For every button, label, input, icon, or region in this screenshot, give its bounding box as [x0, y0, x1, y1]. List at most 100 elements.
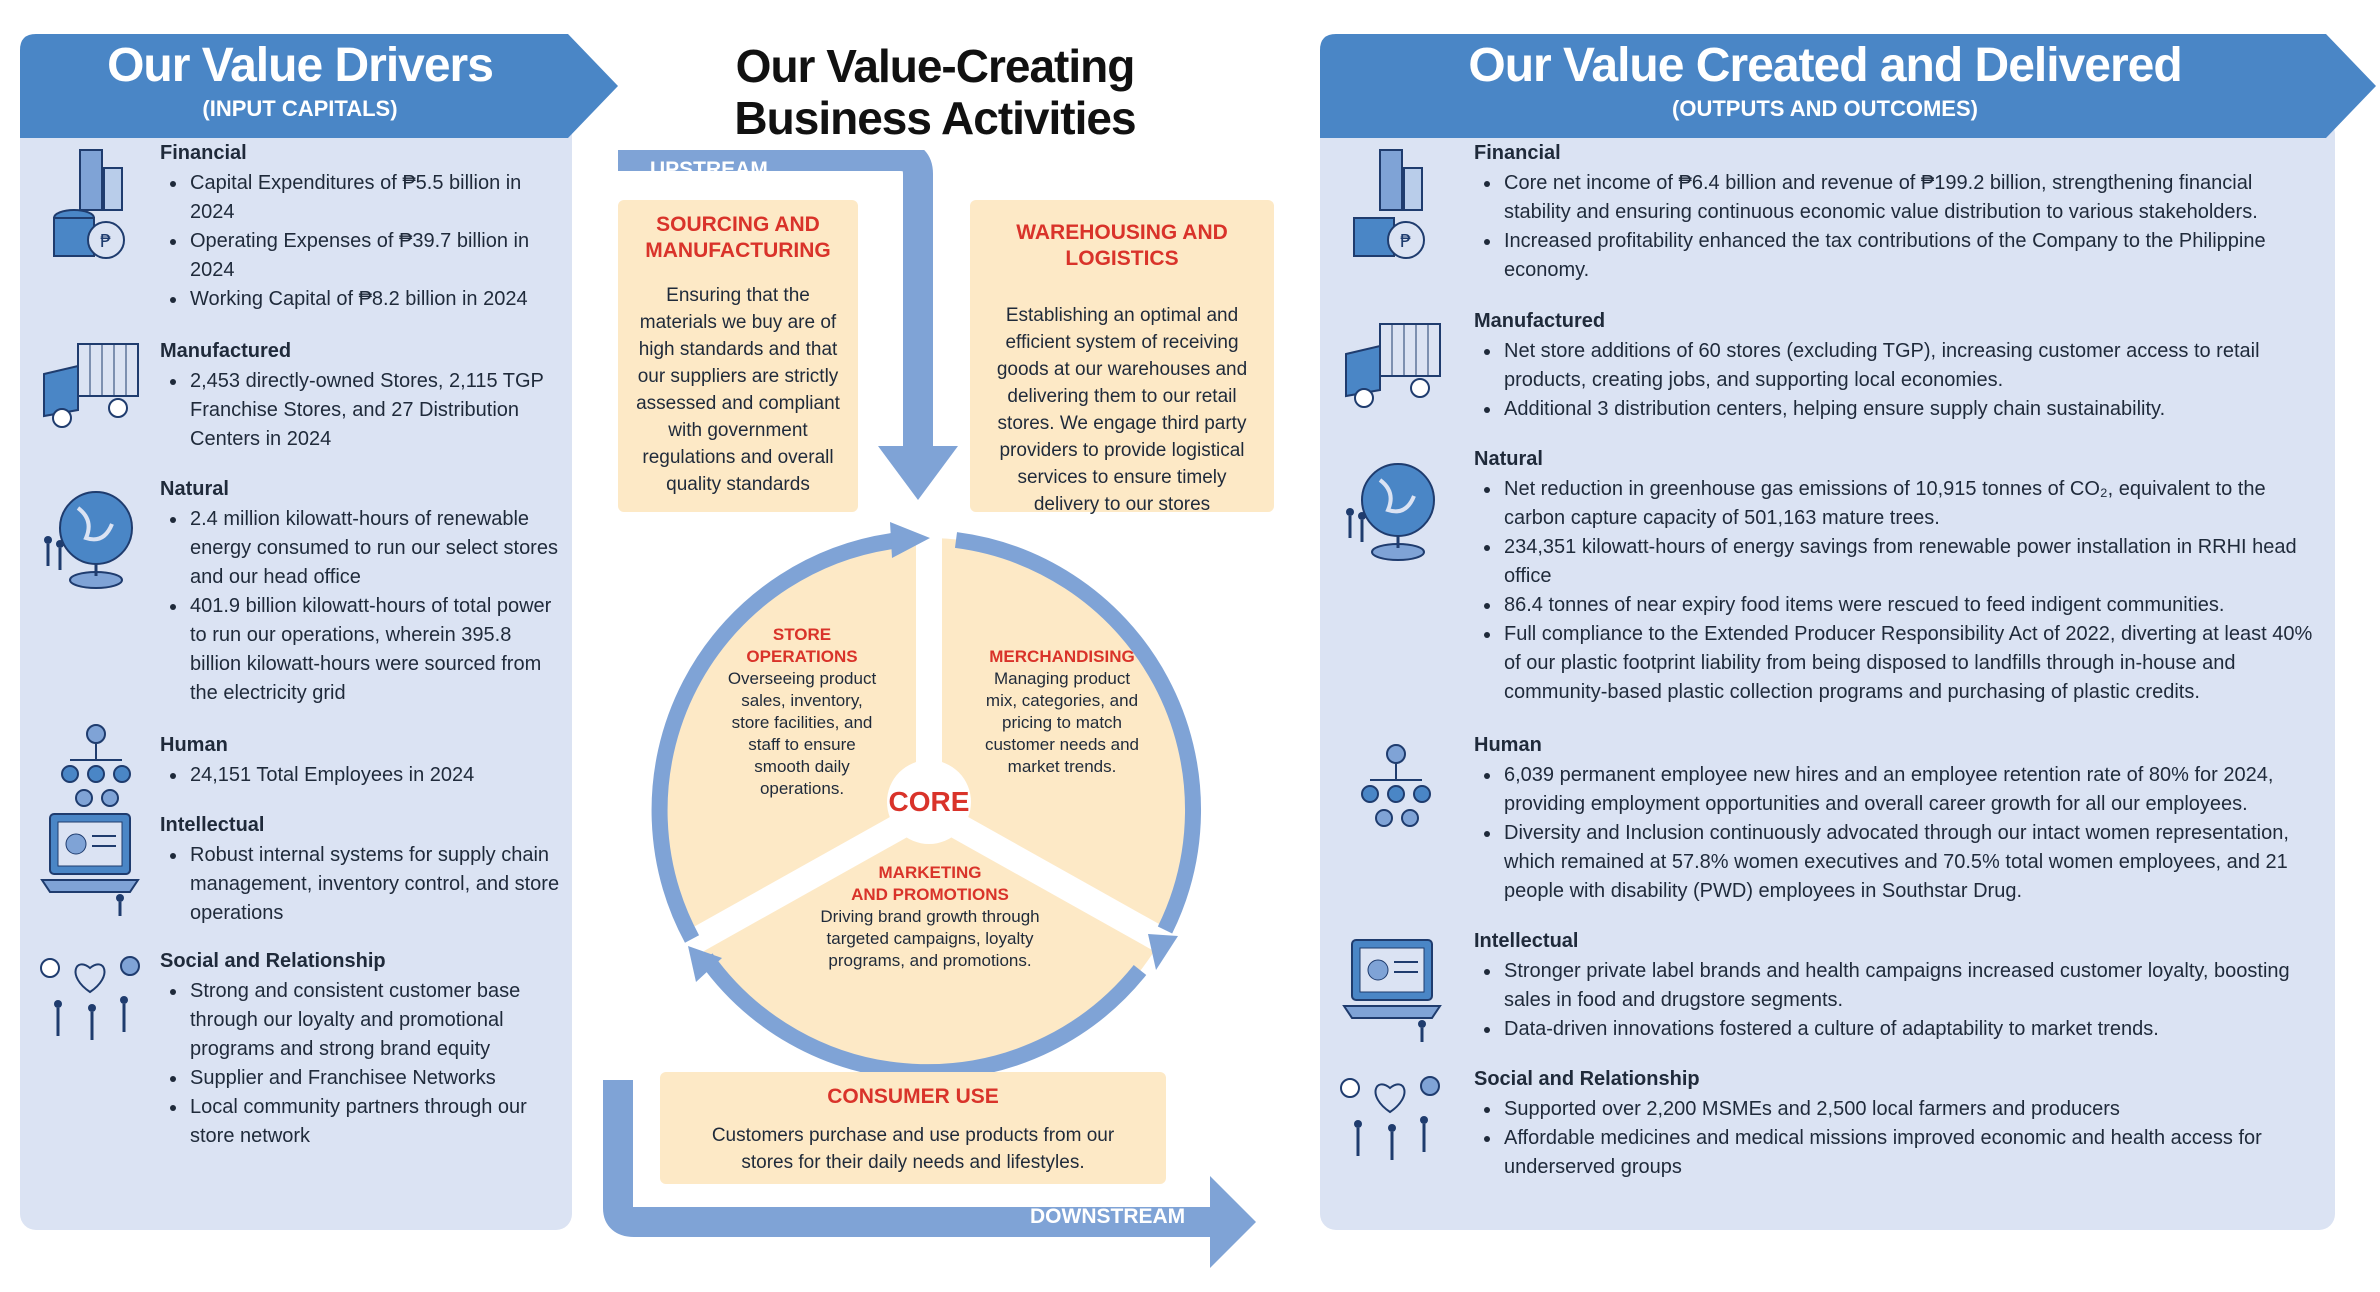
section-title: Natural: [1474, 448, 1543, 470]
warehousing-box: WAREHOUSING AND LOGISTICS Establishing a…: [970, 200, 1274, 515]
left-header: Our Value Drivers (INPUT CAPITALS): [20, 42, 580, 122]
upstream-label: UPSTREAM: [650, 158, 768, 181]
right-intellectual: Intellectual Stronger private label bran…: [1474, 930, 2324, 1044]
left-intellectual: Intellectual Robust internal systems for…: [160, 814, 560, 928]
org-chart-icon: [61, 724, 131, 807]
svg-text:₱: ₱: [100, 231, 111, 252]
warehousing-body: Establishing an optimal and efficient sy…: [996, 305, 1248, 515]
marketing-title-1: MARKETING: [878, 863, 982, 882]
store-ops-title-2: OPERATIONS: [746, 647, 858, 666]
list-item: Working Capital of ₱8.2 billion in 2024: [188, 285, 560, 314]
right-natural: Natural Net reduction in greenhouse gas …: [1474, 448, 2324, 707]
sourcing-title-1: SOURCING AND: [656, 213, 820, 236]
merch-body: Managing product mix, categories, and pr…: [984, 669, 1140, 776]
core-label: CORE: [887, 760, 971, 844]
list-item: Net store additions of 60 stores (exclud…: [1502, 337, 2324, 395]
consumer-use-box: CONSUMER USE Customers purchase and use …: [660, 1072, 1166, 1184]
upstream-arrowhead: [878, 446, 958, 500]
section-title: Financial: [160, 142, 247, 164]
right-header-banner: [1320, 34, 2376, 138]
downstream-label: DOWNSTREAM: [1030, 1205, 1186, 1228]
people-heart-icon: [40, 956, 140, 1040]
right-title: Our Value Created and Delivered: [1468, 39, 2182, 92]
list-item: Data-driven innovations fostered a cultu…: [1502, 1015, 2324, 1044]
section-title: Intellectual: [1474, 930, 1579, 952]
list-item: 2,453 directly-owned Stores, 2,115 TGP F…: [188, 367, 560, 454]
list-item: Diversity and Inclusion continuously adv…: [1502, 819, 2324, 906]
section-title: Social and Relationship: [160, 950, 386, 972]
marketing-title-2: AND PROMOTIONS: [851, 885, 1009, 904]
merch-title: MERCHANDISING: [989, 647, 1135, 666]
right-manufactured: Manufactured Net store additions of 60 s…: [1474, 310, 2324, 424]
svg-text:₱: ₱: [1400, 231, 1411, 252]
list-item: Robust internal systems for supply chain…: [188, 841, 560, 928]
merchandising: MERCHANDISING Managing product mix, cate…: [980, 646, 1144, 778]
laptop-icon: [40, 813, 140, 916]
list-item: Capital Expenditures of ₱5.5 billion in …: [188, 169, 560, 227]
right-subtitle: (OUTPUTS AND OUTCOMES): [1672, 96, 1978, 121]
left-social: Social and Relationship Strong and consi…: [160, 950, 560, 1151]
coins-chart-icon: ₱: [1353, 149, 1425, 259]
sourcing-title-2: MANUFACTURING: [645, 239, 831, 262]
list-item: 24,151 Total Employees in 2024: [188, 761, 560, 790]
list-item: Supported over 2,200 MSMEs and 2,500 loc…: [1502, 1095, 2324, 1124]
warehousing-title: WAREHOUSING AND LOGISTICS: [1016, 221, 1228, 270]
left-human: Human 24,151 Total Employees in 2024: [160, 734, 560, 790]
marketing-promotions: MARKETING AND PROMOTIONS Driving brand g…: [800, 862, 1060, 972]
section-title: Manufactured: [160, 340, 292, 362]
section-title: Human: [1474, 734, 1542, 756]
section-title: Social and Relationship: [1474, 1068, 1700, 1090]
store-ops-body: Overseeing product sales, inventory, sto…: [727, 669, 877, 798]
left-header-banner: [20, 34, 618, 138]
section-title: Natural: [160, 478, 229, 500]
left-natural: Natural 2.4 million kilowatt-hours of re…: [160, 478, 560, 708]
right-social: Social and Relationship Supported over 2…: [1474, 1068, 2324, 1182]
laptop-icon: [1342, 939, 1442, 1042]
sourcing-body: Ensuring that the materials we buy are o…: [636, 285, 840, 495]
outputs-panel: [1320, 118, 2335, 1230]
section-title: Human: [160, 734, 228, 756]
list-item: 6,039 permanent employee new hires and a…: [1502, 761, 2324, 819]
right-financial: Financial Core net income of ₱6.4 billio…: [1474, 142, 2324, 285]
list-item: Additional 3 distribution centers, helpi…: [1502, 395, 2324, 424]
marketing-body: Driving brand growth through targeted ca…: [820, 907, 1040, 970]
list-item: 2.4 million kilowatt-hours of renewable …: [188, 505, 560, 592]
list-item: Strong and consistent customer base thro…: [188, 977, 560, 1064]
coins-chart-icon: ₱: [53, 149, 125, 259]
section-title: Manufactured: [1474, 310, 1606, 332]
list-item: Supplier and Franchisee Networks: [188, 1064, 560, 1093]
truck-icon: [43, 343, 139, 428]
flow-arrows: [603, 150, 1256, 1268]
consumer-title: CONSUMER USE: [827, 1085, 999, 1108]
center-title-line2: Business Activities: [734, 92, 1136, 144]
list-item: Increased profitability enhanced the tax…: [1502, 227, 2324, 285]
left-manufactured: Manufactured 2,453 directly-owned Stores…: [160, 340, 560, 454]
list-item: 234,351 kilowatt-hours of energy savings…: [1502, 533, 2324, 591]
right-human: Human 6,039 permanent employee new hires…: [1474, 734, 2324, 906]
center-title: Our Value-Creating Business Activities: [630, 40, 1240, 144]
truck-icon: [1345, 323, 1441, 408]
list-item: Local community partners through our sto…: [188, 1093, 560, 1151]
globe-icon: [44, 491, 133, 589]
core-cycle: [651, 522, 1202, 1081]
sourcing-box: SOURCING AND MANUFACTURING Ensuring that…: [618, 200, 858, 512]
section-title: Intellectual: [160, 814, 265, 836]
section-title: Financial: [1474, 142, 1561, 164]
list-item: Full compliance to the Extended Producer…: [1502, 620, 2324, 707]
input-capitals-panel: [20, 118, 572, 1230]
right-header: Our Value Created and Delivered (OUTPUTS…: [1320, 42, 2330, 122]
people-heart-icon: [1340, 1076, 1440, 1160]
org-chart-icon: [1361, 744, 1431, 827]
list-item: 86.4 tonnes of near expiry food items we…: [1502, 591, 2324, 620]
consumer-body: Customers purchase and use products from…: [711, 1125, 1115, 1173]
list-item: Operating Expenses of ₱39.7 billion in 2…: [188, 227, 560, 285]
left-financial: Financial Capital Expenditures of ₱5.5 b…: [160, 142, 560, 314]
store-operations: STORE OPERATIONS Overseeing product sale…: [720, 624, 884, 800]
list-item: Core net income of ₱6.4 billion and reve…: [1502, 169, 2324, 227]
store-ops-title-1: STORE: [772, 625, 832, 644]
list-item: Net reduction in greenhouse gas emission…: [1502, 475, 2324, 533]
center-title-line1: Our Value-Creating: [735, 40, 1136, 92]
list-item: 401.9 billion kilowatt-hours of total po…: [188, 592, 560, 708]
left-subtitle: (INPUT CAPITALS): [202, 96, 398, 121]
downstream-arrowhead: [1210, 1176, 1256, 1268]
